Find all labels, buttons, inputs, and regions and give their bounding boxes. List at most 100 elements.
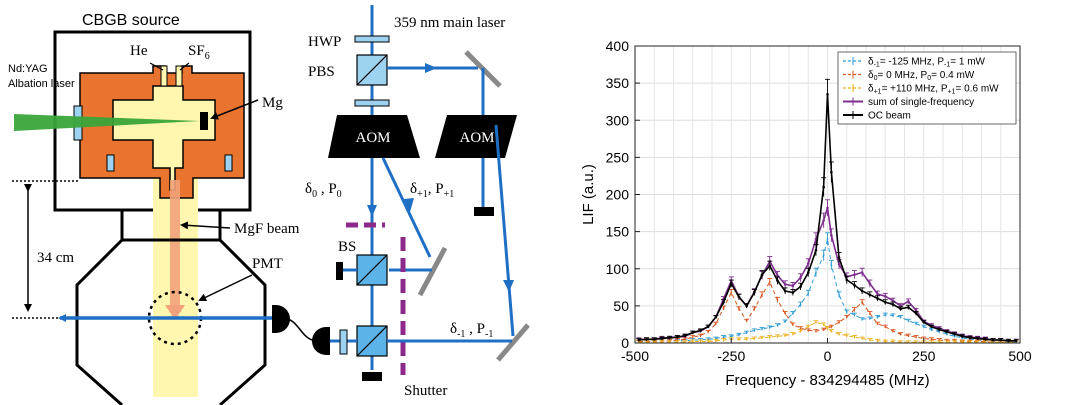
data-point (815, 321, 817, 324)
mgf-beam-label: MgF beam (234, 221, 300, 237)
data-point (745, 319, 748, 322)
mgf-beam-path (170, 180, 180, 310)
data-point (845, 278, 849, 282)
data-point (683, 334, 687, 337)
data-point (984, 337, 987, 341)
mg-target (200, 112, 208, 130)
data-point (822, 328, 825, 331)
data-point (807, 325, 810, 328)
data-point (830, 325, 833, 328)
data-point (899, 316, 902, 318)
data-point (976, 337, 979, 340)
data-point (776, 299, 779, 301)
data-point (738, 307, 740, 310)
data-point (791, 291, 795, 294)
data-point (707, 340, 710, 343)
data-point (737, 295, 741, 299)
plus1-beam (381, 157, 432, 258)
data-point (868, 317, 871, 320)
mg-leader (210, 99, 259, 120)
data-point (938, 330, 941, 333)
data-point (860, 289, 864, 293)
data-point (915, 322, 917, 325)
legend-label: OC beam (868, 111, 911, 122)
beam-dump-bottom (362, 372, 382, 381)
aom-left-label: AOM (355, 130, 390, 146)
data-point (691, 331, 695, 334)
data-point (853, 313, 856, 316)
y-tick-label: 250 (606, 149, 630, 165)
data-point (637, 338, 641, 342)
data-point (899, 307, 902, 311)
data-point (830, 234, 833, 237)
y-tick-label: 0 (621, 335, 629, 351)
legend-label: δ0= 0 MHz, P0= 0.4 mW (868, 70, 975, 82)
data-point (730, 291, 733, 294)
data-point (784, 320, 787, 323)
data-point (853, 283, 856, 287)
data-point (861, 318, 864, 321)
data-point (1014, 339, 1018, 343)
data-point (876, 316, 879, 318)
data-point (730, 335, 733, 338)
data-point (745, 338, 748, 341)
data-point (760, 273, 764, 276)
fiber-coupler-left (312, 327, 330, 355)
data-point (722, 300, 725, 304)
data-point (837, 256, 841, 259)
main-laser-label: 359 nm main laser (394, 15, 505, 31)
data-point (991, 338, 995, 342)
data-point (645, 337, 648, 341)
aom-right-label: AOM (459, 130, 494, 146)
data-point (753, 307, 756, 310)
data-point (892, 340, 894, 343)
fiber (281, 317, 319, 342)
data-point (753, 337, 756, 340)
optics-diagram: 359 nm main laser HWP PBS AOM AOM (281, 5, 530, 399)
data-point (768, 264, 772, 268)
legend-label: δ+1= +110 MHz, P+1= 0.6 mW (868, 84, 999, 96)
delta-plus1-label: δ+1, P+1 (410, 181, 454, 200)
y-tick-label: 300 (606, 112, 630, 128)
ablation-laser-beam (14, 114, 200, 131)
data-point (699, 329, 702, 332)
data-point (922, 325, 925, 328)
data-point (799, 330, 802, 333)
data-point (776, 324, 779, 327)
data-point (838, 293, 840, 296)
data-point (784, 312, 787, 315)
y-tick-label: 200 (606, 187, 630, 203)
data-point (799, 327, 802, 330)
x-tick-label: 0 (824, 348, 832, 364)
data-point (914, 309, 918, 312)
data-point (791, 312, 794, 315)
data-point (799, 276, 802, 279)
data-point (845, 334, 848, 337)
data-point (714, 315, 718, 319)
data-point (738, 333, 740, 336)
data-point (876, 292, 879, 296)
data-point (761, 293, 763, 296)
window-bottom-left (106, 154, 115, 172)
data-point (768, 336, 771, 338)
data-point (822, 323, 825, 326)
bs-label: BS (338, 239, 356, 255)
data-point (837, 262, 841, 266)
data-point (691, 336, 694, 338)
data-point (861, 337, 864, 340)
he-label: He (130, 43, 148, 59)
data-point (814, 248, 818, 252)
data-point (838, 333, 840, 335)
data-point (960, 335, 964, 338)
data-point (899, 333, 902, 335)
hwp-label: HWP (308, 34, 341, 50)
data-point (707, 330, 710, 333)
mirror-middle (417, 246, 448, 297)
data-point (845, 316, 848, 318)
data-point (815, 271, 817, 274)
bs-1-diagonal (356, 254, 388, 286)
pmt-leader (198, 274, 253, 302)
